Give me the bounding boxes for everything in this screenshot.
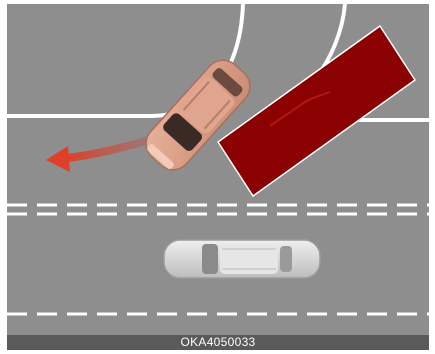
parked-car-rear-window <box>280 246 292 272</box>
parked-car <box>164 240 320 278</box>
parked-car-windshield <box>202 244 218 274</box>
figure-code-caption: OKA4050033 <box>7 335 429 350</box>
